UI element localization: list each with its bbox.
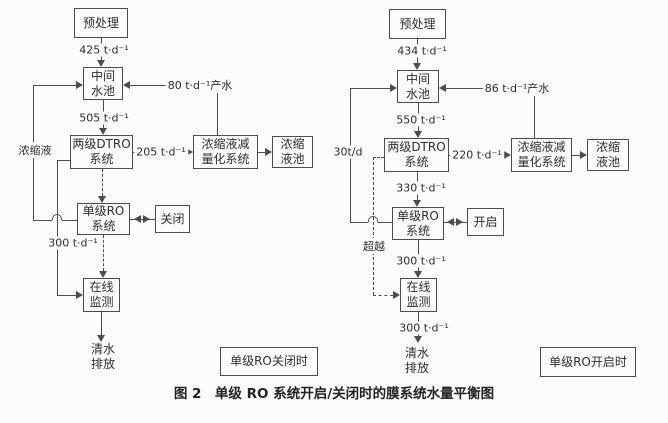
flow-line-bypass-v-dashed [373, 157, 374, 295]
flow-line-monitor-to-discharge [101, 312, 102, 335]
flow-label-dtro-to-ro: 330 t·d⁻¹ [394, 181, 448, 195]
arrow-down-icon [413, 200, 421, 207]
arrow-down-icon [99, 271, 107, 278]
flow-line-concentrate-h1 [33, 220, 52, 221]
flow-label-ro-to-monitor: 300 t·d⁻¹ [394, 254, 448, 268]
arrow-down-icon [99, 128, 107, 135]
flow-line-concentrate-h2 [62, 220, 77, 221]
flow-line-bypass-h2-dashed [373, 295, 393, 296]
flow-line-ro-state [130, 219, 155, 220]
flow-label-dtro-to-reduction: 220 t·d⁻¹ [450, 148, 504, 162]
flow-line-concentrate-h2 [378, 222, 392, 223]
concentrate-pool-node: 浓缩 液池 [272, 136, 313, 168]
pretreatment-node: 预处理 [389, 9, 446, 39]
flow-label-concentrate-return: 浓缩液 [16, 142, 54, 158]
arrow-right-icon [76, 81, 83, 89]
arrow-down-icon [414, 271, 422, 278]
flow-line-product-return-v [534, 88, 535, 138]
ro-state-node: 关闭 [155, 205, 190, 233]
arrow-down-icon [97, 60, 105, 67]
arrow-right-icon [504, 151, 511, 159]
arrow-down-icon [414, 131, 422, 138]
arrow-right-icon [393, 291, 400, 299]
ro-state-node: 开启 [467, 208, 504, 236]
flow-label-product-return: 80 t·d⁻¹产水 [165, 77, 235, 93]
flow-line-ro-to-monitor-dashed [103, 235, 104, 271]
flow-line-bypass-h1-dashed [373, 157, 384, 158]
flow-line-bypass-h1 [57, 160, 70, 161]
flow-label-dtro-to-reduction: 205 t·d⁻¹ [134, 145, 188, 159]
flow-label-bypass: 超越 [361, 238, 387, 254]
arrow-left-icon [439, 84, 446, 92]
flow-label-concentrate-return: 30t/d [331, 145, 365, 159]
flow-label-bypass-flow: 300 t·d⁻¹ [46, 236, 100, 250]
flow-line-concentrate-h1 [350, 222, 368, 223]
arrow-right-icon [580, 151, 587, 159]
dtro-system-node: 两级DTRO 系统 [70, 135, 133, 169]
flow-label-pool-to-dtro: 505 t·d⁻¹ [77, 111, 131, 125]
flow-label-pool-to-dtro: 550 t·d⁻¹ [394, 113, 448, 127]
flow-line-bypass-v [57, 160, 58, 295]
concentrate-pool-node: 浓缩 液池 [587, 139, 629, 171]
flow-line-bypass-h2 [57, 295, 76, 296]
arrow-down-icon [98, 196, 106, 203]
flow-line-concentrate-h3 [33, 85, 76, 86]
pretreatment-node: 预处理 [74, 8, 128, 38]
flow-line-dtro-to-ro-dashed [102, 169, 103, 196]
flow-line-product-return-v [217, 85, 218, 135]
arrow-down-icon [414, 336, 422, 343]
flow-label-product-return: 86 t·d⁻¹产水 [482, 80, 552, 96]
single-ro-node: 单级RO 系统 [392, 207, 444, 240]
flow-line-reduction-to-cpool [572, 155, 580, 156]
flow-label-pre-to-pool: 425 t·d⁻¹ [77, 43, 131, 57]
discharge-label: 清水 排放 [404, 346, 429, 375]
arrow-right-icon [76, 291, 83, 299]
discharge-label: 清水 排放 [90, 342, 115, 371]
concentrate-reduction-node: 浓缩液减 量化系统 [193, 135, 258, 169]
arrow-right-icon [265, 148, 272, 156]
arrow-right-icon [390, 84, 397, 92]
flow-line-ro-state [444, 222, 467, 223]
dtro-system-node: 两级DTRO 系统 [384, 138, 449, 172]
arrow-down-icon [97, 335, 105, 342]
state-box-ro-open: 单级RO开启时 [540, 347, 636, 377]
online-monitor-node: 在线 监测 [83, 278, 120, 312]
flow-line-reduction-to-cpool [258, 152, 265, 153]
arrow-right-icon [143, 215, 150, 223]
arrow-left-icon [447, 218, 454, 226]
single-ro-node: 单级RO 系统 [77, 203, 130, 235]
flow-line-concentrate-h3 [350, 88, 390, 89]
state-box-ro-closed: 单级RO关闭时 [220, 347, 318, 376]
figure-caption: 图 2 单级 RO 系统开启/关闭时的膜系统水量平衡图 [173, 386, 495, 402]
intermediate-pool-node: 中间 水池 [397, 70, 439, 103]
concentrate-reduction-node: 浓缩液减 量化系统 [511, 138, 572, 172]
arrow-right-icon [456, 218, 463, 226]
arrow-left-icon [134, 215, 141, 223]
intermediate-pool-node: 中间 水池 [83, 67, 123, 100]
arrow-left-icon [123, 81, 130, 89]
online-monitor-node: 在线 监测 [400, 278, 437, 312]
arrow-right-icon [186, 148, 193, 156]
flow-label-monitor-to-discharge: 300 t·d⁻¹ [397, 321, 451, 335]
flow-label-pre-to-pool: 434 t·d⁻¹ [395, 44, 449, 58]
arrow-down-icon [413, 63, 421, 70]
